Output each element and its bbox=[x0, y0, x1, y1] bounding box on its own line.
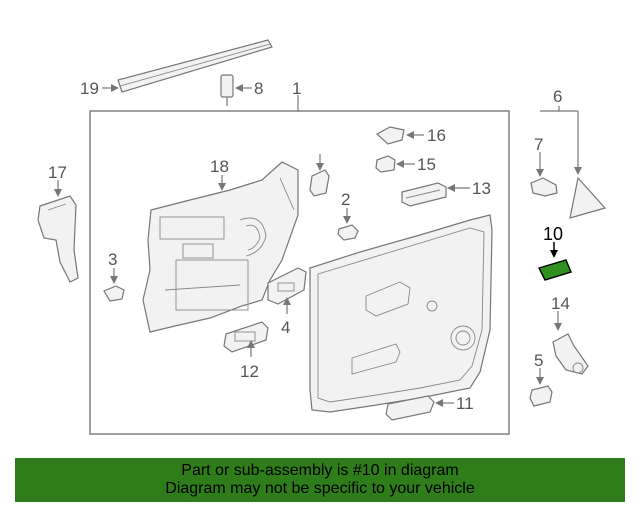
callout-17: 17 bbox=[48, 163, 67, 182]
part-16-cap[interactable] bbox=[375, 126, 405, 145]
part-18-inner-panel[interactable] bbox=[142, 161, 299, 333]
part-1-door-trim-panel[interactable] bbox=[309, 214, 493, 413]
callout-2: 2 bbox=[341, 190, 350, 209]
callout-5: 5 bbox=[534, 351, 543, 370]
callout-10: 10 bbox=[543, 224, 563, 244]
banner-line-2: Diagram may not be specific to your vehi… bbox=[165, 480, 475, 497]
part-12-handle-bezel[interactable] bbox=[223, 321, 269, 353]
part-17-bracket[interactable] bbox=[37, 195, 79, 283]
part-11-pull-cup[interactable] bbox=[385, 395, 435, 421]
callout-13: 13 bbox=[472, 179, 491, 198]
callout-11: 11 bbox=[456, 394, 474, 413]
callout-7: 7 bbox=[534, 135, 543, 154]
part-7-bolt[interactable] bbox=[530, 177, 558, 197]
callout-4: 4 bbox=[281, 318, 290, 337]
callout-1: 1 bbox=[292, 79, 301, 98]
part-13-handle[interactable] bbox=[401, 182, 447, 207]
part-3-clip[interactable] bbox=[103, 285, 125, 302]
callout-18: 18 bbox=[210, 157, 229, 176]
assembly-frame bbox=[89, 110, 510, 435]
callout-6: 6 bbox=[553, 87, 562, 106]
callout-19: 19 bbox=[80, 79, 99, 98]
banner-line-1: Part or sub-assembly is #10 in diagram bbox=[181, 462, 459, 479]
callout-3: 3 bbox=[108, 250, 117, 269]
callout-14: 14 bbox=[551, 294, 570, 313]
callout-16: 16 bbox=[427, 126, 446, 145]
part-2-cap[interactable] bbox=[337, 224, 359, 241]
callout-15: 15 bbox=[417, 155, 436, 174]
part-8-clip[interactable] bbox=[220, 74, 234, 106]
callout-12: 12 bbox=[240, 362, 259, 381]
part-10-highlighted[interactable] bbox=[538, 259, 572, 281]
part-19-weatherstrip[interactable] bbox=[117, 39, 273, 93]
part-9-cover[interactable] bbox=[309, 169, 330, 197]
part-14-pull-handle[interactable] bbox=[552, 333, 589, 375]
part-6-cover[interactable] bbox=[569, 176, 607, 219]
part-15-clip[interactable] bbox=[375, 155, 396, 173]
part-4-switch-bezel[interactable] bbox=[267, 267, 307, 305]
callout-8: 8 bbox=[254, 79, 263, 98]
info-banner: Part or sub-assembly is #10 in diagram D… bbox=[15, 458, 625, 502]
part-5-plug[interactable] bbox=[529, 385, 553, 407]
